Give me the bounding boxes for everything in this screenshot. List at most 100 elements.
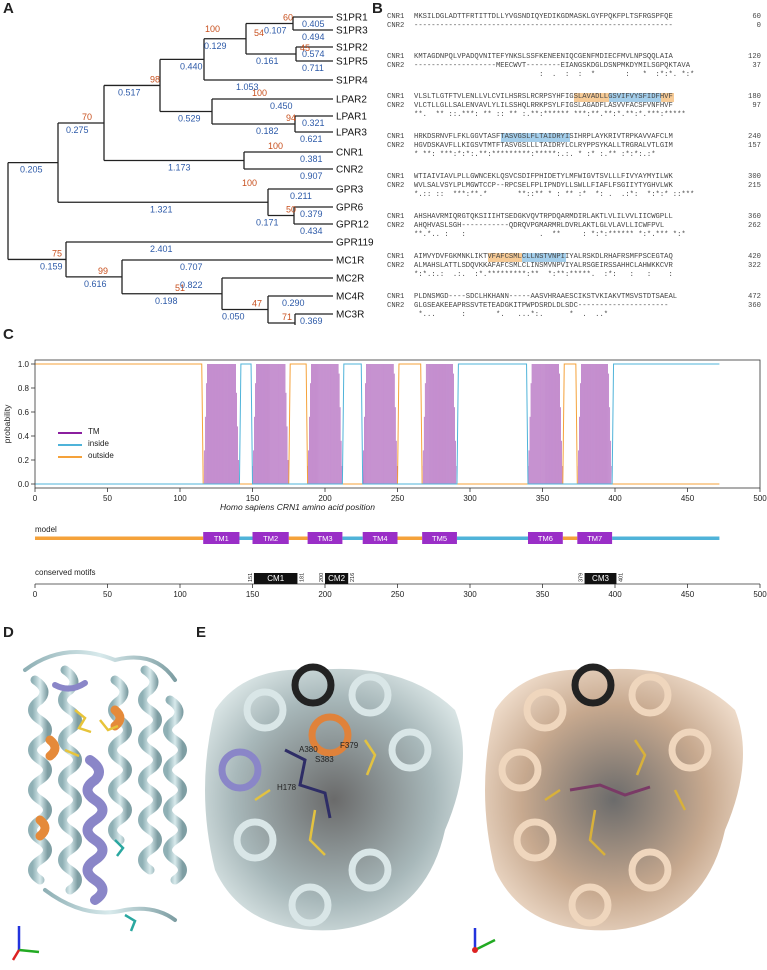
sequence-name: CNR1: [387, 53, 405, 61]
motif-name: CM1: [267, 574, 284, 583]
conservation-symbols: *... : *. ...*:. * . ..*: [414, 311, 609, 319]
motif-x-tick-label: 450: [681, 590, 695, 599]
tree-branch-length: 0.450: [270, 101, 293, 111]
tree-branch-length: 0.107: [264, 26, 287, 36]
tree-bootstrap-value: 75: [52, 248, 62, 258]
motif-x-tick-label: 500: [753, 590, 767, 599]
sequence-text: KMTAGDNPQLVPADQVNITEFYNKSLSSFKENEENIQCGE…: [414, 53, 673, 61]
binding-pocket-surface-views: A380 F379 S383 H178: [205, 663, 743, 953]
legend-label: inside: [88, 439, 109, 448]
motif-end-label: 181: [299, 573, 305, 582]
sequence-text: HRKDSRNVFLFKLGGVTASFTASVGSLFLTAIDRYISIHR…: [414, 133, 673, 141]
motif-x-tick-label: 50: [103, 590, 112, 599]
tree-bootstrap-value: 70: [82, 112, 92, 122]
model-loop-segment: [239, 536, 253, 540]
tree-bootstrap-value: 100: [268, 141, 283, 151]
tree-branch-length: 0.198: [155, 296, 178, 306]
model-loop-segment: [562, 536, 578, 540]
sequence-position: 262: [748, 222, 761, 230]
legend-label: outside: [88, 451, 114, 460]
y-axis-label: probability: [2, 404, 12, 443]
model-loop-segment: [612, 536, 720, 540]
tree-branch-length: 0.171: [256, 218, 279, 228]
tree-leaf-label: S1PR5: [336, 57, 368, 68]
motif-highlight: [487, 253, 523, 262]
conservation-symbols: * **: ***:*:*:.**:*********:*****:.:. * …: [414, 151, 656, 159]
motif-track-label: conserved motifs: [35, 568, 95, 577]
sequence-name: CNR2: [387, 142, 405, 150]
sequence-text: WVLSALVSYLPLMGWTCCP--RPCSELFPLIPNDYLLSWL…: [414, 182, 673, 190]
tree-branch-length: 0.379: [300, 209, 323, 219]
motif-highlight: [608, 93, 661, 102]
tree-bootstrap-value: 100: [242, 178, 257, 188]
conservation-symbols: **. ** ::.***: ** :: ** :.**:****** ***:…: [414, 111, 686, 119]
sequence-text: ALMAHSLATTLSDQVKKAFAFCSMLCLINSMVNPVIYALR…: [414, 262, 673, 270]
sequence-name: CNR1: [387, 13, 405, 21]
tree-bootstrap-value: 60: [283, 13, 293, 23]
motif-end-label: 216: [350, 573, 356, 582]
sequence-text: WTIAIVIAVLPLLGWNCEKLQSVCSDIFPHIDETYLMFWI…: [414, 173, 673, 181]
x-tick-label: 50: [103, 494, 112, 503]
motif-block: [325, 573, 349, 584]
sequence-position: 360: [748, 213, 761, 221]
x-tick-label: 0: [33, 494, 38, 503]
model-tm-label: TM6: [538, 534, 553, 543]
sequence-name: CNR2: [387, 262, 405, 270]
x-tick-label: 250: [391, 494, 405, 503]
motif-name: CM2: [328, 574, 345, 583]
tree-branch-length: 0.494: [302, 32, 325, 42]
sequence-name: CNR2: [387, 222, 405, 230]
tree-branch-length: 0.822: [180, 280, 203, 290]
sequence-name: CNR2: [387, 102, 405, 110]
model-tm-block: [203, 532, 240, 544]
conservation-symbols: : . : : * : * :*:*. *:*: [414, 71, 695, 79]
sequence-position: 120: [748, 53, 761, 61]
tree-leaf-label: MC3R: [336, 310, 364, 321]
model-tm-block: [528, 532, 563, 544]
sequence-position: 60: [752, 13, 761, 21]
model-tm-block: [362, 532, 398, 544]
tree-branch-length: 0.711: [302, 63, 324, 73]
sequence-text: VLSLTLGTFTVLENLLVLCVILHSRSLRCRPSYHFIGSLA…: [414, 93, 673, 101]
tree-branch-length: 0.321: [302, 118, 325, 128]
sequence-position: 215: [748, 182, 761, 190]
model-tm-block: [307, 532, 343, 544]
model-loop-segment: [35, 536, 204, 540]
sequence-name: CNR1: [387, 93, 405, 101]
tree-leaf-label: GPR6: [336, 203, 364, 214]
sequence-text: -------------------MEECWVT--------EIANGS…: [414, 62, 691, 70]
tree-bootstrap-value: 99: [98, 266, 108, 276]
tree-branch-length: 2.401: [150, 244, 173, 254]
motif-name: CM3: [592, 574, 609, 583]
model-tm-label: TM3: [318, 534, 333, 543]
motif-x-tick-label: 150: [246, 590, 260, 599]
residue-label-f379: F379: [340, 741, 359, 750]
tree-leaf-label: LPAR1: [336, 112, 367, 123]
tree-branch-length: 0.369: [300, 316, 323, 325]
motif-highlight: [500, 133, 570, 142]
sequence-name: CNR2: [387, 22, 405, 30]
tree-bootstrap-value: 98: [150, 74, 160, 84]
model-tm-block: [422, 532, 457, 544]
sequence-text: VLCTLLGLLSALENVAVLYLILSSHQLRRKPSYLFIGSLA…: [414, 102, 673, 110]
model-tm-block: [252, 532, 289, 544]
tree-branch-length: 0.434: [300, 226, 323, 236]
tree-branch-length: 0.381: [300, 154, 323, 164]
sequence-position: 37: [752, 62, 761, 70]
tree-leaf-label: S1PR2: [336, 43, 368, 54]
model-tm-label: TM1: [214, 534, 229, 543]
series-line-inside: [35, 363, 720, 485]
tree-branch-length: 0.205: [20, 165, 43, 175]
panel-label-b: B: [372, 0, 383, 17]
sequence-text: MKSILDGLADTTFRTITTDLLYVGSNDIQYEDIKGDMASK…: [414, 13, 673, 21]
tree-branch-length: 0.440: [180, 61, 203, 71]
sequence-text: AIMVYDVFGKMNKLIKTVFAFCSMLCLLNSTVNPIIYALR…: [414, 253, 673, 261]
legend-swatch: [58, 444, 82, 446]
model-track-label: model: [35, 525, 57, 534]
residue-label-s383: S383: [315, 755, 334, 764]
x-tick-label: 200: [318, 494, 332, 503]
tree-branch-length: 0.161: [256, 56, 279, 66]
tree-bootstrap-value: 45: [300, 43, 310, 53]
y-tick-label: 0.0: [18, 480, 30, 489]
sequence-name: CNR2: [387, 302, 405, 310]
